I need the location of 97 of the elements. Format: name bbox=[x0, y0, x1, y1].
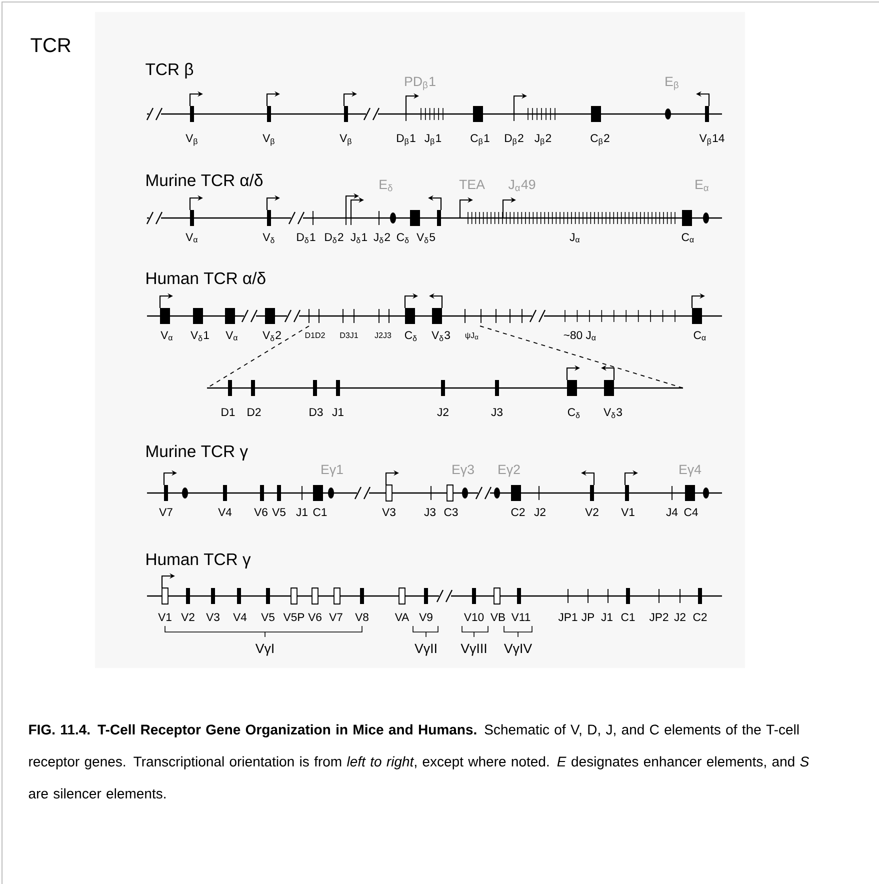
gene-label: V$_{β}$ bbox=[262, 134, 274, 146]
element-label: E$_{β}$ bbox=[666, 76, 678, 90]
gene-label: V5 bbox=[261, 613, 274, 622]
gene-label: J1 bbox=[601, 613, 612, 622]
gene-label: VB bbox=[490, 613, 505, 621]
gene-label: V$_{δ}$5 bbox=[416, 233, 435, 244]
gene-label: V$_{α}$ bbox=[186, 233, 198, 242]
gene-label: D1 bbox=[222, 408, 235, 416]
section-heading: Human TCR γ bbox=[146, 553, 251, 568]
gene-label: V1 bbox=[158, 613, 172, 621]
element-label: J$_{α}$49 bbox=[508, 180, 536, 192]
gene-label: C1 bbox=[621, 613, 635, 622]
element-label: E$_{δ}$ bbox=[380, 180, 392, 192]
section-heading: Murine TCR γ bbox=[146, 444, 248, 460]
gene-label: V10 bbox=[464, 613, 484, 622]
gene-label: VA bbox=[394, 613, 410, 621]
group-label: VγI bbox=[255, 644, 274, 656]
gene-label: V7 bbox=[329, 613, 342, 621]
gene-label: D1D2 bbox=[305, 332, 325, 338]
gene-label: V$_{δ}$1 bbox=[190, 331, 209, 342]
gene-label: J$_{β}$2 bbox=[534, 134, 552, 146]
gene-label: JP1 bbox=[558, 613, 578, 622]
gene-label: V2 bbox=[181, 613, 194, 621]
gene-label: J1 bbox=[296, 508, 308, 516]
gene-label: D$_{δ}$1 bbox=[297, 233, 316, 244]
gene-label: D3J1 bbox=[340, 332, 358, 338]
gene-label: V6 bbox=[254, 508, 268, 516]
gene-label: V8 bbox=[355, 613, 368, 622]
gene-label: V7 bbox=[159, 508, 172, 516]
gene-label: D$_{δ}$2 bbox=[325, 233, 344, 244]
gene-label: V9 bbox=[419, 613, 432, 622]
element-label: Eγ4 bbox=[680, 464, 702, 477]
gene-label: V$_{α}$ bbox=[160, 331, 172, 340]
gene-label: C3 bbox=[444, 508, 458, 516]
gene-label: C$_{β}$2 bbox=[590, 134, 610, 146]
gene-label: V2 bbox=[585, 508, 598, 516]
element-label: E$_{α}$ bbox=[696, 180, 709, 192]
gene-label: C$_{β}$1 bbox=[470, 134, 490, 146]
gene-label: J3 bbox=[424, 508, 436, 516]
gene-label: V$_{β}$14 bbox=[699, 134, 724, 146]
gene-label: C4 bbox=[684, 508, 698, 516]
gene-label: D$_{β}$2 bbox=[505, 134, 524, 146]
gene-label: V11 bbox=[511, 613, 530, 621]
gene-label: V$_{β}$ bbox=[340, 134, 352, 146]
group-label: VγIII bbox=[460, 644, 486, 656]
gene-label: C2 bbox=[511, 508, 525, 516]
gene-label: C$_{δ}$ bbox=[404, 331, 417, 342]
element-label: Eγ3 bbox=[452, 464, 474, 477]
gene-label: C2 bbox=[693, 613, 707, 622]
gene-label: D3 bbox=[310, 408, 323, 416]
gene-label: V3 bbox=[206, 613, 220, 622]
gene-label: V6 bbox=[308, 613, 322, 622]
gene-label: V$_{δ}$2 bbox=[262, 331, 281, 342]
section-heading: Human TCR α/δ bbox=[146, 272, 266, 284]
section-heading: TCR β bbox=[146, 62, 194, 78]
gene-label: J2 bbox=[674, 613, 686, 622]
gene-label: J$_{δ}$2 bbox=[374, 233, 390, 244]
gene-label: ~80 J$_{α}$ bbox=[564, 331, 596, 340]
gene-label: V$_{β}$ bbox=[186, 134, 198, 146]
gene-label: V1 bbox=[621, 508, 634, 516]
gene-label: V5P bbox=[283, 613, 304, 622]
element-label: Eγ1 bbox=[322, 464, 343, 477]
gene-label: J1 bbox=[332, 408, 344, 416]
gene-label: C$_{δ}$ bbox=[396, 233, 409, 244]
element-label: TEA bbox=[459, 180, 485, 189]
gene-label: J2J3 bbox=[374, 332, 392, 338]
figure-caption: FIG. 11.4. T-Cell Receptor Gene Organization in Mice and Humans. Schematic of V, D, J, and C elements of the T-cell receptor genes. Transcriptional orientation is from left to right, except where noted. E designates enhancer elements, and S are silencer elements. bbox=[28, 724, 809, 799]
gene-label: V4 bbox=[233, 613, 247, 621]
section-heading: Murine TCR α/δ bbox=[146, 174, 263, 186]
gene-label: JP bbox=[582, 613, 594, 622]
gene-label: V$_{δ}$ bbox=[262, 233, 274, 244]
gene-label: C$_{δ}$ bbox=[568, 408, 580, 418]
gene-label: C$_{α}$ bbox=[694, 331, 706, 340]
gene-label: D$_{β}$1 bbox=[397, 134, 416, 146]
gene-label: J2 bbox=[534, 508, 546, 516]
gene-label: J$_{β}$1 bbox=[424, 134, 442, 146]
gene-label: ψJ$_{α}$ bbox=[465, 332, 478, 340]
figure-title: TCR bbox=[30, 38, 70, 52]
gene-label: V3 bbox=[382, 508, 396, 516]
gene-label: V5 bbox=[272, 508, 286, 516]
gene-label: V$_{δ}$3 bbox=[604, 408, 622, 418]
gene-label: J$_{α}$ bbox=[570, 233, 580, 242]
gene-label: J$_{δ}$1 bbox=[350, 233, 367, 244]
group-label: VγIV bbox=[504, 644, 532, 656]
gene-label: V$_{α}$ bbox=[226, 331, 238, 340]
group-label: VγII bbox=[414, 644, 436, 656]
gene-label: J4 bbox=[666, 508, 678, 516]
gene-label: V4 bbox=[218, 508, 232, 516]
gene-label: V$_{δ}$3 bbox=[432, 331, 450, 342]
gene-label: C1 bbox=[313, 508, 327, 516]
element-label: Eγ2 bbox=[498, 464, 520, 477]
gene-label: D2 bbox=[248, 408, 261, 416]
gene-label: J3 bbox=[491, 408, 502, 416]
gene-label: J2 bbox=[437, 408, 448, 416]
gene-label: JP2 bbox=[649, 613, 668, 622]
element-label: PD$_{β}$1 bbox=[405, 76, 436, 90]
gene-label: C$_{α}$ bbox=[682, 233, 694, 242]
